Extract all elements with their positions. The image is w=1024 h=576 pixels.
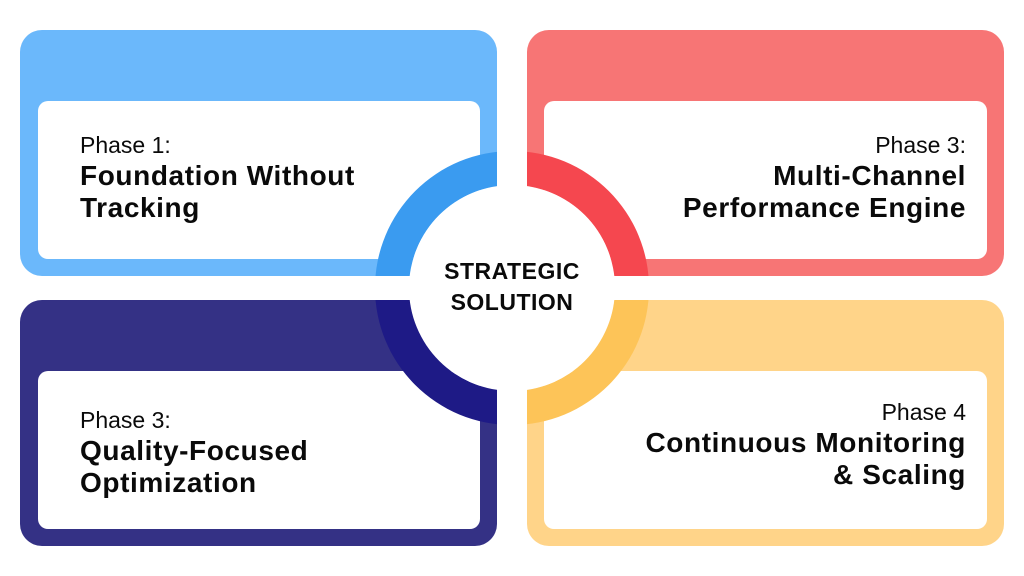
phase-title-line-2: & Scaling: [833, 459, 966, 490]
card-phase-1-text: Phase 1: Foundation Without Tracking: [80, 130, 460, 224]
phase-label: Phase 1:: [80, 132, 171, 158]
card-phase-4-panel: [544, 371, 987, 529]
card-phase-1-panel: [38, 101, 480, 259]
card-phase-4-text: Phase 4 Continuous Monitoring & Scaling: [546, 397, 966, 491]
card-phase-3a-text: Phase 3: Multi-Channel Performance Engin…: [546, 130, 966, 224]
center-circle: [409, 185, 615, 391]
phase-title-line-2: Tracking: [80, 192, 200, 223]
ring-segment-yellow: [512, 288, 649, 425]
card-phase-3b-text: Phase 3: Quality-Focused Optimization: [80, 405, 460, 499]
phase-title-line-1: Continuous Monitoring: [645, 427, 966, 458]
card-phase-3a-panel: [544, 101, 987, 259]
phase-title-line-2: Optimization: [80, 467, 257, 498]
center-label-line-1: STRATEGIC: [444, 258, 580, 284]
ring-segment-navy: [375, 288, 512, 425]
phase-title-line-2: Performance Engine: [682, 192, 966, 223]
phase-title-line-1: Quality-Focused: [80, 435, 309, 466]
card-phase-3b-panel: [38, 371, 480, 529]
phase-label: Phase 3:: [875, 132, 966, 158]
phase-label: Phase 4: [881, 399, 966, 425]
center-label-line-2: SOLUTION: [450, 289, 574, 315]
center-label: STRATEGIC SOLUTION: [412, 256, 612, 318]
phase-label: Phase 3:: [80, 407, 171, 433]
phase-title-line-1: Foundation Without: [80, 160, 355, 191]
ring-segment-blue: [375, 151, 512, 288]
ring-segment-red: [512, 151, 649, 288]
phase-title-line-1: Multi-Channel: [773, 160, 966, 191]
